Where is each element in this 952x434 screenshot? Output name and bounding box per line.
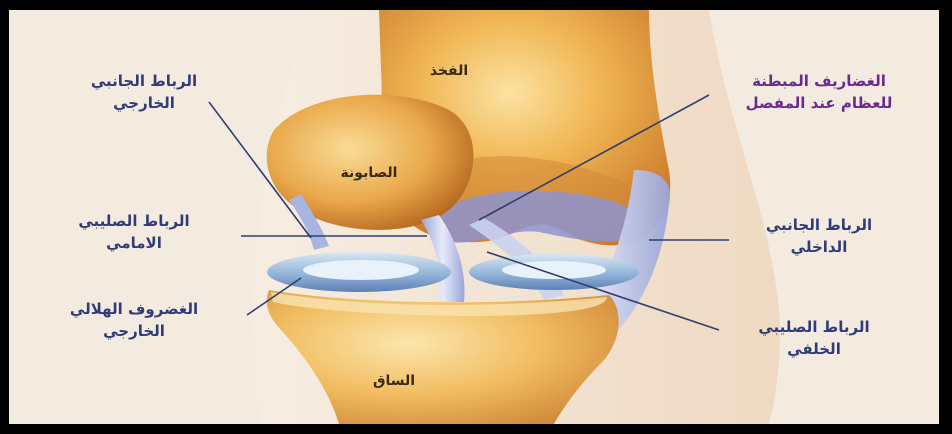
cartilage-label: الغضاريف المبطنة للعظام عند المفصل (714, 70, 924, 114)
lateral-meniscus-inner (303, 260, 419, 280)
lateral-collateral-label: الرباط الجانبي الخارجي (49, 70, 239, 114)
lateral-meniscus-label: الغضروف الهلالي الخارجي (24, 298, 244, 342)
medial-collateral-label: الرباط الجانبي الداخلي (724, 214, 914, 258)
tibia-label: الساق (349, 370, 439, 392)
patella-label: الصابونة (314, 162, 424, 184)
medial-meniscus-inner (502, 261, 606, 279)
femur-label: الفخذ (404, 60, 494, 82)
figure-panel: الفخذ الصابونة الساق الرباط الجانبي الخا… (9, 10, 939, 424)
anterior-cruciate-label: الرباط الصليبي الامامي (29, 210, 239, 254)
posterior-cruciate-label: الرباط الصليبي الخلفي (714, 316, 914, 360)
